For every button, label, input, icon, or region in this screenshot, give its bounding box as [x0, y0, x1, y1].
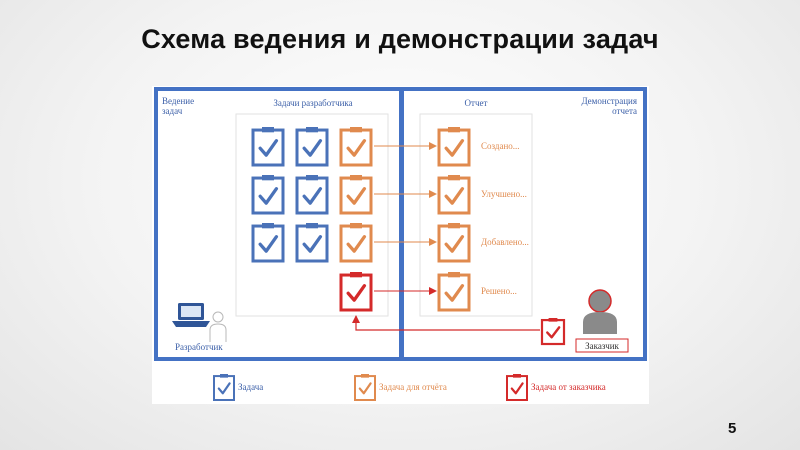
legend-task-label: Задача: [238, 382, 263, 392]
right-panel-label: Демонстрация: [581, 96, 637, 106]
clipboard-check-icon: [295, 223, 329, 263]
clipboard-check-icon: [339, 272, 373, 312]
clipboard-check-icon: [437, 175, 471, 215]
left-panel-label: Ведение: [162, 96, 194, 106]
legend-report-task-label: Задача для отчёта: [379, 382, 447, 392]
clipboard-check-icon: [251, 175, 285, 215]
clipboard-check-icon: [339, 127, 373, 167]
report-item-label: Улучшено...: [481, 189, 527, 199]
clipboard-check-icon: [251, 223, 285, 263]
tasks-group-box: [235, 113, 389, 317]
clipboard-check-icon: [540, 318, 566, 346]
report-title: Отчет: [465, 98, 488, 108]
clipboard-check-icon: [506, 374, 528, 401]
customer-label: Заказчик: [585, 341, 619, 351]
legend-customer-task-label: Задача от заказчика: [531, 382, 606, 392]
customer-person-icon: [583, 289, 617, 334]
clipboard-check-icon: [354, 374, 376, 401]
clipboard-check-icon: [251, 127, 285, 167]
tasks-group-title: Задачи разработчика: [273, 98, 352, 108]
report-item-label: Добавлено...: [481, 237, 529, 247]
right-panel-frame: [400, 87, 647, 361]
clipboard-check-icon: [339, 175, 373, 215]
customer-feedback-arrow: [352, 315, 540, 331]
report-item-label: Создано...: [481, 141, 520, 151]
developer-person-icon: [209, 311, 227, 342]
report-group-box: [419, 113, 533, 317]
page-number: 5: [728, 420, 737, 437]
left-panel-label-line2: задач: [162, 106, 183, 116]
customer-label-box: [575, 338, 629, 353]
developer-label: Разработчик: [175, 342, 223, 352]
clipboard-check-icon: [437, 223, 471, 263]
clipboard-check-icon: [295, 127, 329, 167]
report-item-label: Решено...: [481, 286, 517, 296]
clipboard-check-icon: [213, 374, 235, 401]
clipboard-check-icon: [295, 175, 329, 215]
clipboard-check-icon: [437, 272, 471, 312]
right-panel-label-line2: отчета: [612, 106, 637, 116]
laptop-icon: [172, 303, 210, 327]
clipboard-check-icon: [437, 127, 471, 167]
slide-title: Схема ведения и демонстрации задач: [141, 24, 659, 54]
clipboard-check-icon: [339, 223, 373, 263]
